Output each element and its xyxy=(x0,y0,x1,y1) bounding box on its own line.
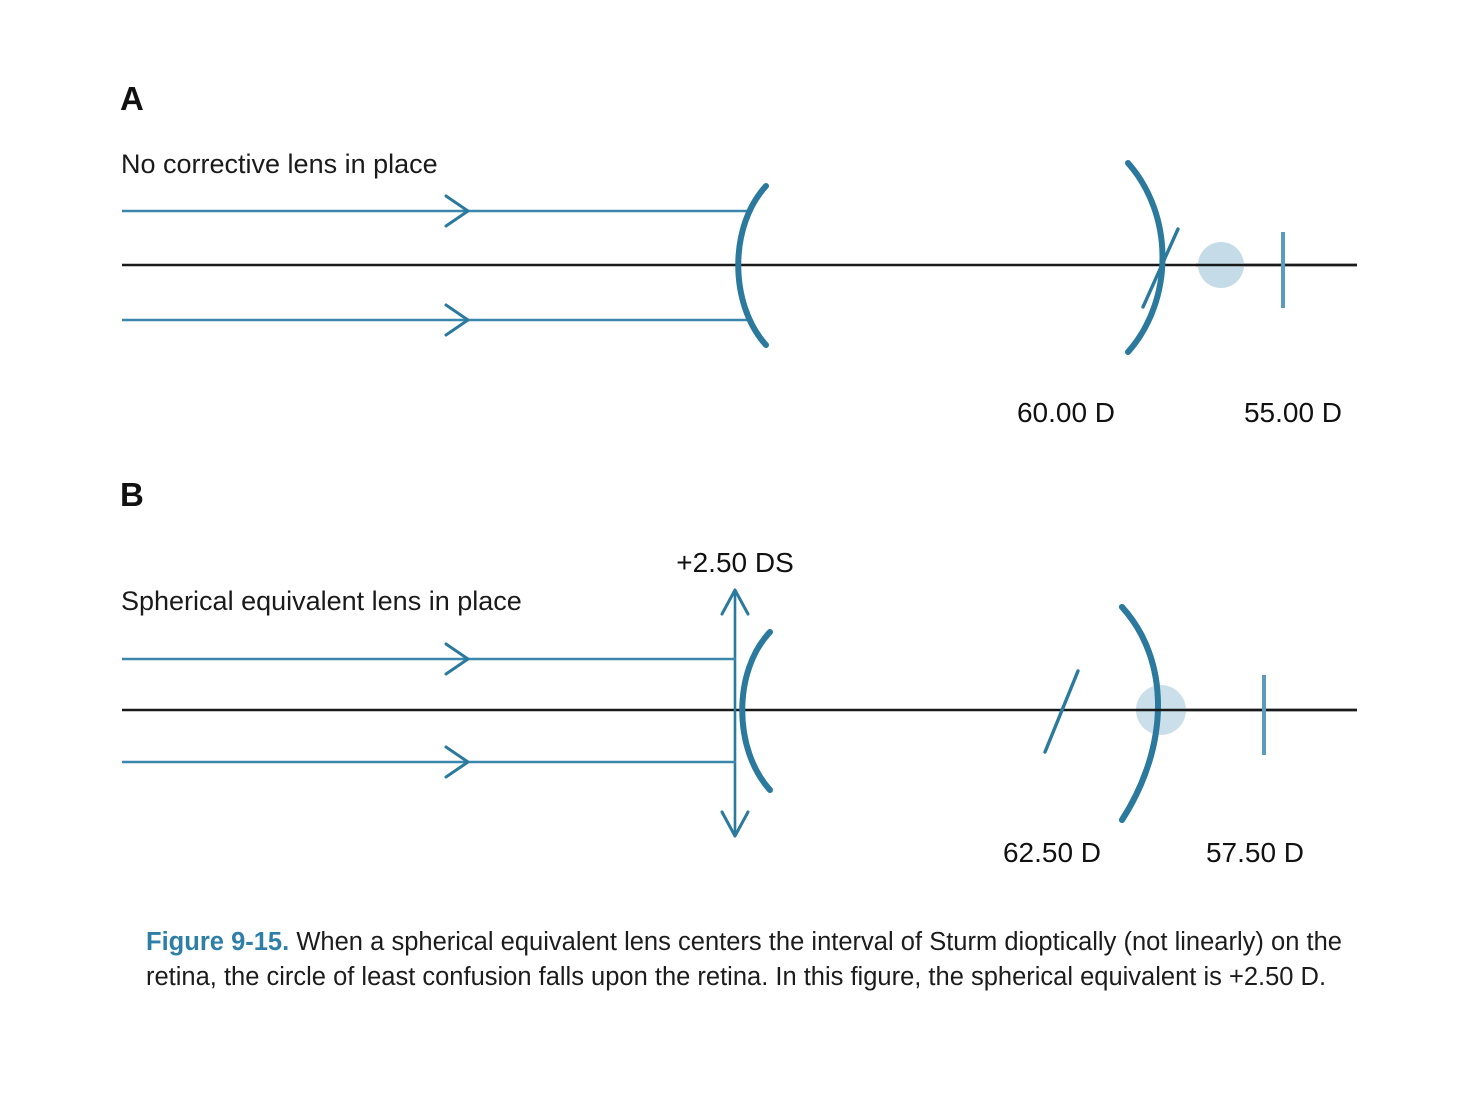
double-headed-arrow-icon-head-bottom xyxy=(720,810,750,838)
ray-arrowhead-icon-upper-b xyxy=(444,642,470,676)
power-label-near-a: 60.00 D xyxy=(1017,397,1115,428)
corrective-lens-label: +2.50 DS xyxy=(676,547,794,578)
figure-caption: Figure 9-15. When a spherical equivalent… xyxy=(146,925,1342,995)
panel-b: B +2.50 DS Spherical equivalent lens in … xyxy=(120,476,1357,868)
ray-arrowhead-icon-upper-a xyxy=(444,194,470,228)
panel-a-caption: No corrective lens in place xyxy=(121,149,438,179)
cornea-arc-icon-a xyxy=(735,183,769,348)
oblique-focal-line-icon-a xyxy=(1141,227,1180,309)
vertical-focal-line-arc-icon-b-overlay xyxy=(1119,604,1161,823)
power-label-near-b: 62.50 D xyxy=(1003,837,1101,868)
ray-arrowhead-icon-lower-a xyxy=(444,303,470,337)
double-headed-arrow-icon-head-top xyxy=(720,588,750,616)
figure-caption-text: When a spherical equivalent lens centers… xyxy=(146,928,1342,991)
panel-a-letter: A xyxy=(120,80,144,117)
ray-arrowhead-icon-lower-b xyxy=(444,745,470,779)
vertical-focal-line-arc-icon-a xyxy=(1125,160,1166,355)
oblique-focal-line-icon-b xyxy=(1043,669,1080,754)
panel-b-letter: B xyxy=(120,476,144,513)
power-label-far-a: 55.00 D xyxy=(1244,397,1342,428)
panel-a: A No corrective lens in place xyxy=(120,80,1357,428)
power-label-far-b: 57.50 D xyxy=(1206,837,1304,868)
spherical-equivalent-lens-icon xyxy=(739,629,773,793)
panel-b-caption: Spherical equivalent lens in place xyxy=(121,586,522,616)
figure-number: Figure 9-15. xyxy=(146,928,290,956)
